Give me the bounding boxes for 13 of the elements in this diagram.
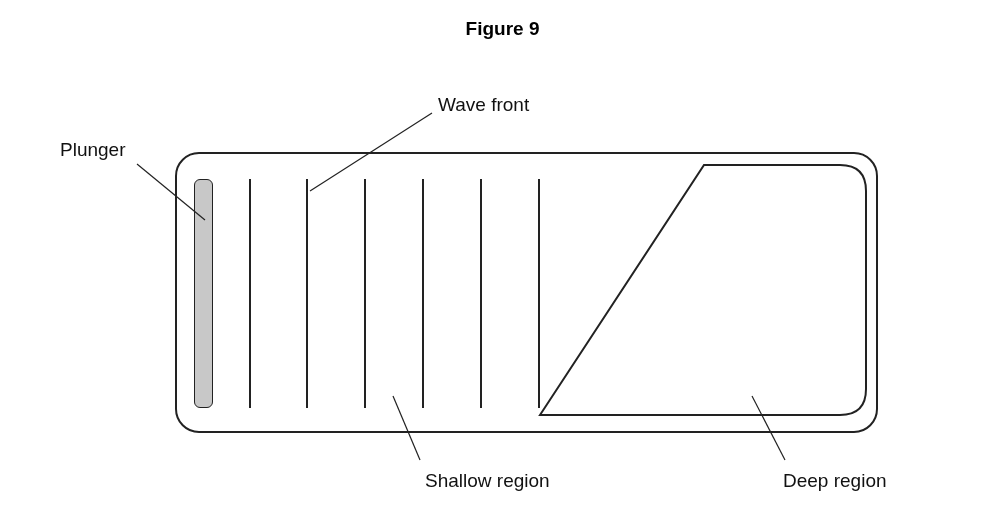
label-text: Wave front bbox=[438, 94, 530, 116]
label-text: Deep region bbox=[783, 470, 887, 492]
label-text: Shallow region bbox=[425, 470, 550, 492]
ripple-tank bbox=[175, 152, 878, 433]
leader-line bbox=[136, 163, 206, 221]
leader-line bbox=[309, 112, 433, 192]
leader-line bbox=[751, 395, 786, 461]
figure-title: Figure 9 bbox=[464, 18, 541, 40]
plunger-bar bbox=[194, 179, 213, 408]
leader-line bbox=[392, 395, 421, 461]
wave-front-line bbox=[306, 179, 308, 408]
deep-region-trapezoid bbox=[538, 163, 868, 417]
label-text: Plunger bbox=[60, 139, 126, 161]
